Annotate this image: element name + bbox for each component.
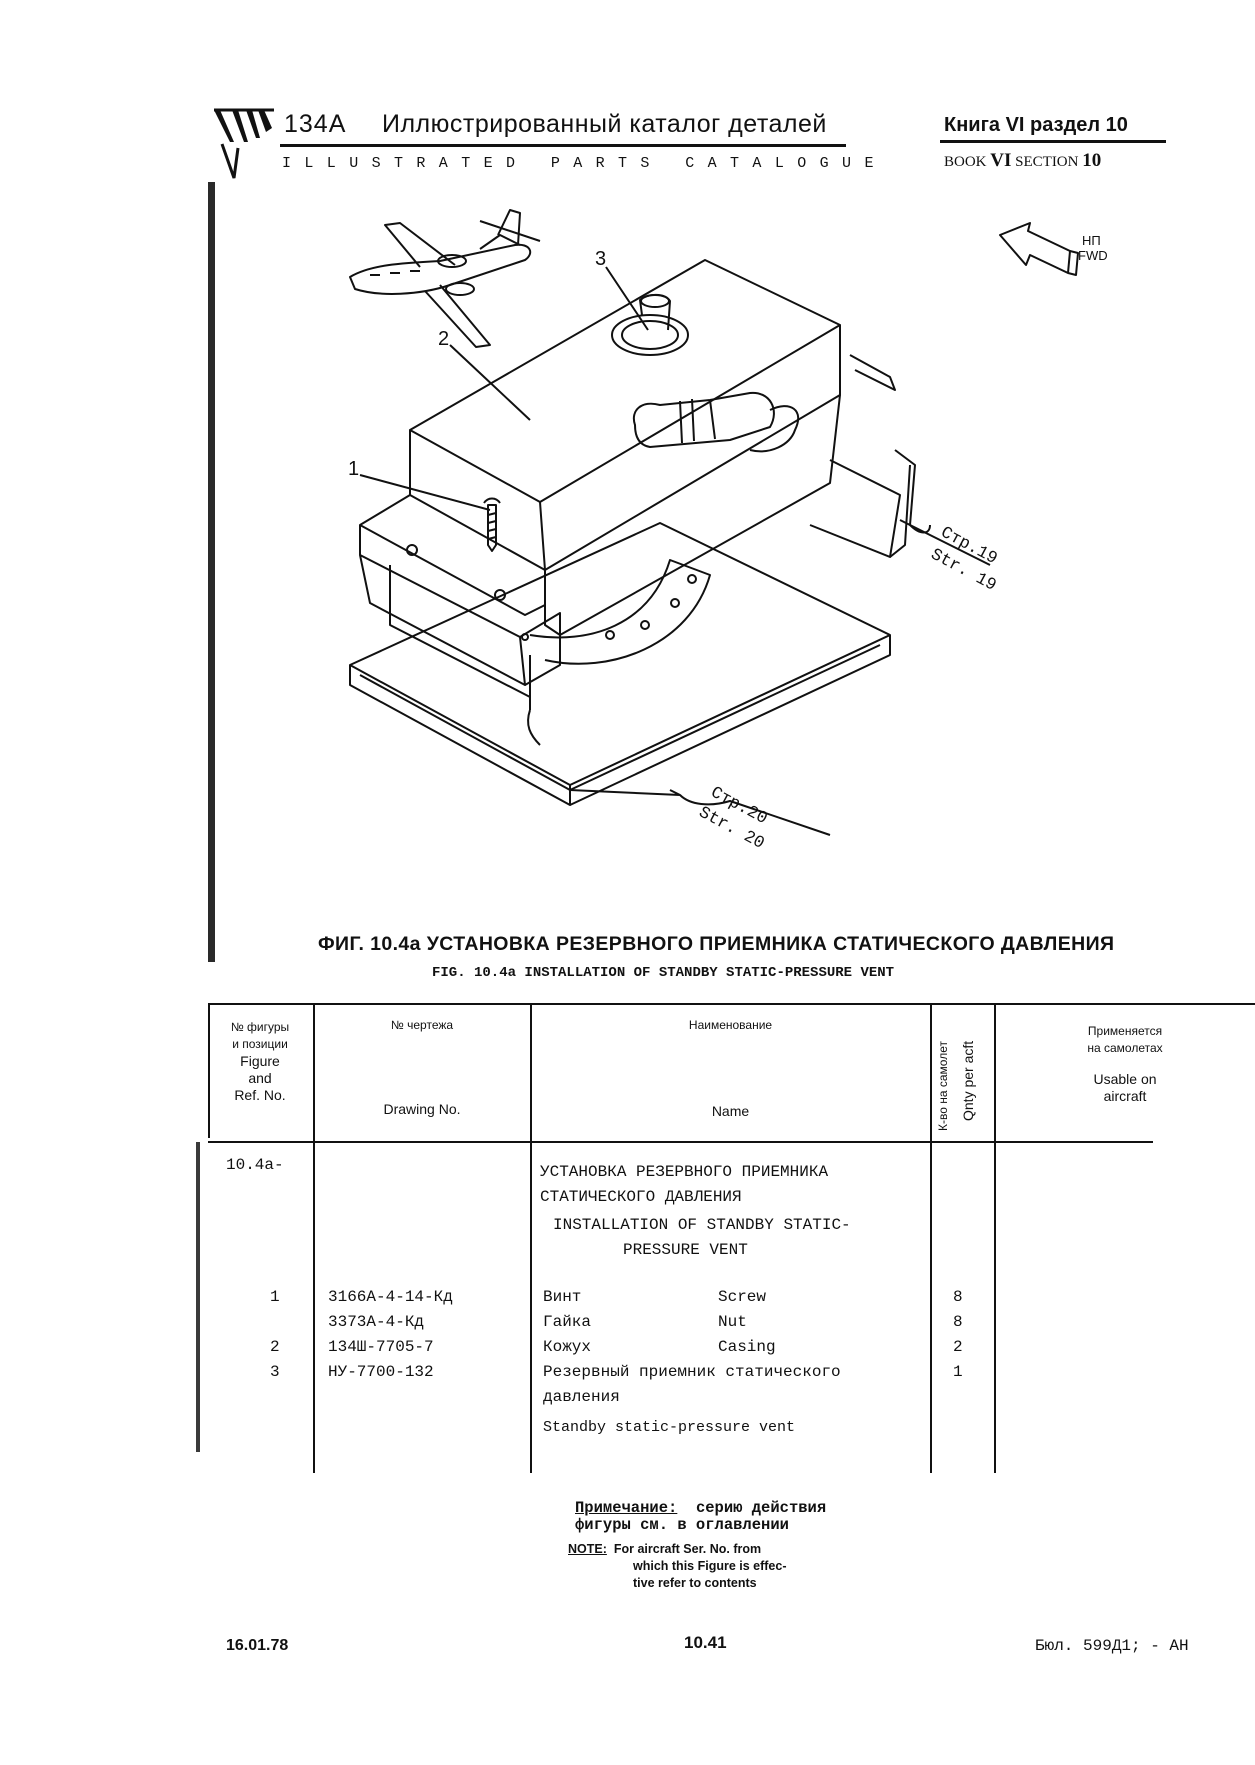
static-pressure-vent bbox=[611, 293, 689, 356]
callout-1: 1 bbox=[348, 458, 359, 480]
margin-change-bar bbox=[196, 1142, 200, 1452]
assembly-title-en: PRESSURE VENT bbox=[623, 1241, 748, 1259]
installation-illustration: 1 2 3 НП FWD Стр.19 Str. 19 Стр.20 Str. … bbox=[348, 209, 1108, 854]
header-drawing-ru: № чертежа bbox=[390, 1018, 454, 1032]
base-plate bbox=[349, 522, 891, 806]
bulletin-ref: Бюл. 599Д1; - АН bbox=[1035, 1637, 1189, 1655]
figure-caption-en: FIG. 10.4a INSTALLATION OF STANDBY STATI… bbox=[432, 965, 895, 981]
catalog-code: 134A bbox=[284, 110, 347, 138]
vent-hose bbox=[632, 391, 800, 453]
assembly-title-ru: УСТАНОВКА РЕЗЕРВНОГО ПРИЕМНИКА bbox=[540, 1163, 829, 1181]
casing bbox=[359, 259, 841, 636]
direction-ru: НП bbox=[1082, 233, 1101, 248]
note-ru: Примечание: серию действия фигуры см. в … bbox=[575, 1499, 827, 1534]
callout-2: 2 bbox=[438, 328, 449, 350]
section-label: SECTION bbox=[1015, 154, 1079, 170]
header-figure-ref: № фигуры и позиции Figure and Ref. No. bbox=[230, 1020, 290, 1103]
leader-2 bbox=[449, 344, 531, 421]
leader-1 bbox=[359, 474, 491, 511]
header-name-ru: Наименование bbox=[688, 1018, 773, 1032]
page-number: 10.41 bbox=[684, 1633, 727, 1652]
section-number: 10 bbox=[1082, 150, 1102, 171]
header-name-en: Name bbox=[711, 1103, 750, 1119]
book-label: BOOK bbox=[944, 154, 987, 170]
callout-3: 3 bbox=[595, 248, 606, 270]
book-section-en: BOOK VI SECTION 10 bbox=[944, 150, 1101, 172]
book-rule bbox=[940, 140, 1166, 143]
header-qty-en: Qnty per acft bbox=[960, 1040, 976, 1121]
mounting-bracket bbox=[359, 354, 931, 746]
direction-en: FWD bbox=[1078, 248, 1108, 263]
assembly-title-en: INSTALLATION OF STANDBY STATIC- bbox=[553, 1216, 851, 1234]
margin-change-bar bbox=[208, 182, 215, 962]
header-qty-ru: К-во на самолет bbox=[936, 1041, 950, 1131]
station-line-19 bbox=[899, 519, 991, 566]
book-number: VI bbox=[990, 150, 1012, 171]
aircraft-icon bbox=[349, 209, 541, 348]
revision-date: 16.01.78 bbox=[226, 1637, 289, 1654]
assembly-title-ru: СТАТИЧЕСКОГО ДАВЛЕНИЯ bbox=[540, 1188, 742, 1206]
note-en: NOTE: For aircraft Ser. No. from which t… bbox=[568, 1542, 787, 1590]
catalog-title-en: ILLUSTRATED PARTS CATALOGUE bbox=[282, 155, 887, 172]
figure-ref: 10.4а- bbox=[226, 1156, 284, 1174]
catalog-title-ru: Иллюстрированный каталог деталей bbox=[382, 110, 827, 138]
header-drawing-en: Drawing No. bbox=[383, 1101, 461, 1117]
manufacturer-logo bbox=[214, 108, 274, 179]
header-usable: Применяется на самолетах Usable on aircr… bbox=[1087, 1024, 1163, 1104]
book-section-ru: Книга VI раздел 10 bbox=[944, 114, 1128, 136]
station-line-20 bbox=[569, 789, 831, 836]
parts-table: № фигуры и позиции Figure and Ref. No. №… bbox=[208, 1003, 1255, 1473]
mounting-flange bbox=[529, 559, 711, 665]
figure-caption-ru: ФИГ. 10.4а УСТАНОВКА РЕЗЕРВНОГО ПРИЕМНИК… bbox=[318, 933, 1115, 955]
leader-3 bbox=[605, 266, 649, 331]
screw-part bbox=[483, 497, 501, 552]
header-rule bbox=[280, 144, 846, 147]
forward-arrow-icon bbox=[999, 222, 1079, 276]
